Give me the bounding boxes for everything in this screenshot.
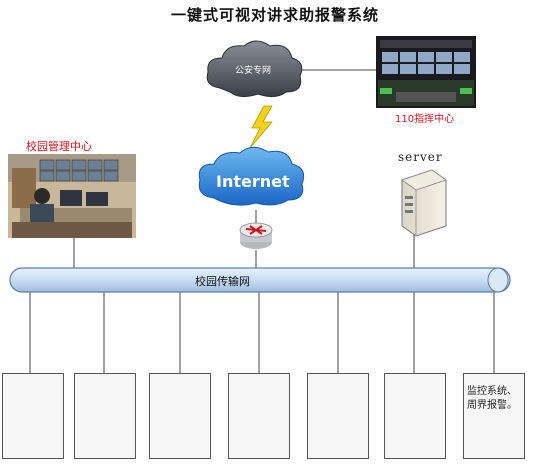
- device-frame-3: [149, 373, 211, 459]
- bus-label: 校园传输网: [195, 275, 250, 288]
- internet-cloud-icon: [198, 146, 305, 206]
- device-frame-4: [228, 373, 290, 459]
- internet-label: Internet: [216, 172, 290, 191]
- server-icon: [401, 169, 447, 237]
- monitoring-perimeter-text: 监控系统、周界报警。: [467, 386, 517, 411]
- device-frame-7: [463, 373, 525, 459]
- router-icon: [239, 222, 273, 249]
- device-frame-1: [2, 373, 64, 459]
- device-frame-2: [74, 373, 136, 459]
- campus-center-label: 校园管理中心: [26, 140, 92, 153]
- server-label: server: [398, 150, 443, 164]
- public-security-cloud-icon: [206, 40, 303, 98]
- public-net-label: 公安专网: [235, 66, 272, 76]
- campus-network-bus: [9, 267, 511, 293]
- connection-lines: [29, 69, 495, 373]
- device-frame-6: [384, 373, 446, 459]
- police-center-label: 110指挥中心: [395, 114, 455, 125]
- campus-center-image: [8, 154, 136, 238]
- command-center-110-image: [376, 36, 476, 108]
- device-frame-5: [307, 373, 369, 459]
- page-title: 一键式可视对讲求助报警系统: [170, 6, 379, 24]
- lightning-icon: [249, 105, 273, 149]
